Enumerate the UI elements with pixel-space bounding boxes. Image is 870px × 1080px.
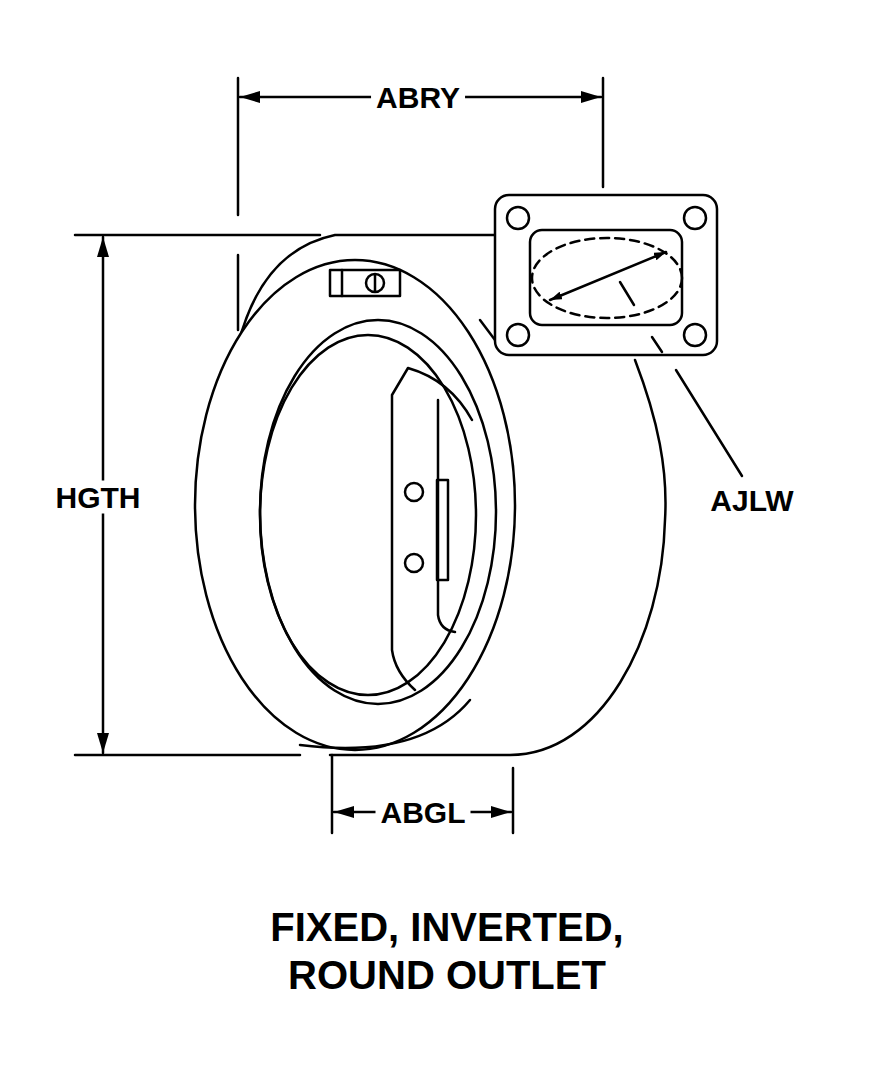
clamp: [330, 270, 400, 296]
extension-line: [331, 755, 334, 833]
round-outlet: [532, 238, 682, 318]
dimension-label: ABGL: [376, 796, 471, 829]
inlet-ring: [260, 320, 496, 704]
dimension-label: HGTH: [51, 481, 146, 514]
inlet-ring: [260, 335, 476, 695]
leader-line: [676, 370, 742, 476]
outlet-opening: [530, 230, 682, 325]
clamp: [341, 270, 344, 296]
extension-line: [75, 234, 320, 237]
center-mark: [620, 282, 634, 305]
rivet: [405, 554, 423, 572]
bolt-hole: [507, 207, 529, 229]
caption: FIXED, INVERTED, ROUND OUTLET: [227, 903, 667, 999]
inlet-rim: [195, 260, 515, 750]
outlet-flange: [495, 195, 717, 355]
extension-line: [237, 255, 240, 330]
extension-line: [237, 78, 240, 215]
leader-line: [652, 337, 662, 352]
dimension-label: ABRY: [371, 81, 465, 114]
damper-plate: [438, 400, 455, 632]
damper-plate: [392, 368, 472, 690]
bolt-hole: [507, 324, 529, 346]
housing-outline: [480, 320, 495, 340]
bolt-hole: [684, 324, 706, 346]
clamp-screw: [366, 274, 384, 292]
damper-hinge: [437, 480, 448, 580]
bolt-hole: [684, 207, 706, 229]
clamp-screw: [374, 275, 377, 291]
diameter-line: [550, 252, 666, 300]
inlet-rim: [300, 700, 470, 748]
rivet: [405, 483, 423, 501]
extension-line: [512, 768, 515, 833]
extension-line: [75, 754, 300, 757]
extension-line: [602, 78, 605, 187]
dimension-label: AJLW: [705, 484, 798, 517]
